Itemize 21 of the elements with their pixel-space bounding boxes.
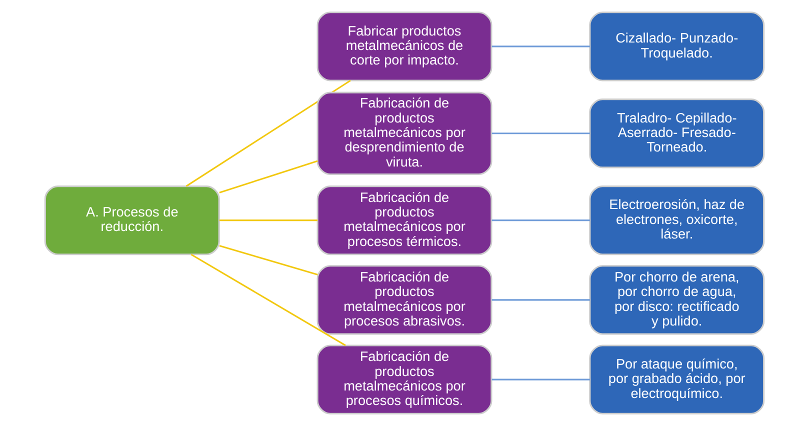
connector xyxy=(218,220,318,222)
node-box: Traladro- Cepillado- Aserrado- Fresado- Torneado. xyxy=(588,98,764,168)
node-box: Fabricar productos metalmecánicos de corte por impacto. xyxy=(316,12,492,82)
connector xyxy=(491,132,590,134)
connector xyxy=(185,80,350,187)
connector xyxy=(491,378,590,380)
node-box: A. Procesos de reducción. xyxy=(44,186,220,256)
node-box: Por ataque químico, por grabado ácido, por electroquímico. xyxy=(588,344,764,414)
connector xyxy=(190,254,346,346)
connector xyxy=(218,160,318,194)
node-box: Fabricación de productos metalmecánicos por procesos químicos. xyxy=(316,344,492,414)
node-box: Fabricación de productos metalmecánicos por desprendimiento de viruta. xyxy=(316,92,492,176)
node-box: Electroerosión, haz de electrones, oxicorte, láser. xyxy=(588,186,764,256)
node-box: Cizallado- Punzado- Troquelado. xyxy=(588,12,764,82)
node-box: Fabricación de productos metalmecánicos por procesos abrasivos. xyxy=(316,265,492,335)
connector xyxy=(491,46,590,48)
node-box: Por chorro de arena, por chorro de agua, por disco: rectificado y pulido. xyxy=(588,265,764,335)
connector xyxy=(491,220,590,222)
connector xyxy=(491,299,590,301)
node-box: Fabricación de productos metalmecánicos por procesos térmicos. xyxy=(316,186,492,256)
connector xyxy=(218,245,318,276)
